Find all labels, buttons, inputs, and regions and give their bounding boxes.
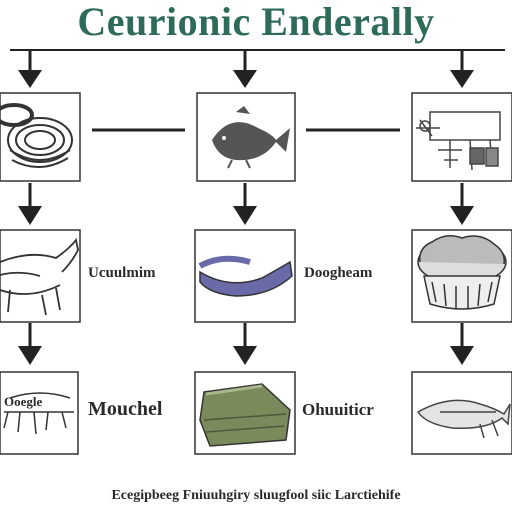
arrow-down-r2c1 <box>18 183 42 225</box>
arrow-down-r1c1 <box>18 50 42 88</box>
label-row2-left: Ucuulmim <box>88 265 156 281</box>
green-slab-icon <box>199 383 291 447</box>
arrow-down-r3c1 <box>18 323 42 365</box>
arrow-down-r2c3 <box>450 183 474 225</box>
fish-icon <box>212 106 290 169</box>
box-r1c3 <box>411 92 512 182</box>
arrow-down-r3c2 <box>233 323 257 365</box>
fish-outline-icon <box>416 399 511 439</box>
diagram-caption: Ecegipbeeg Fniuuhgiry sluugfool siic Lar… <box>111 488 401 503</box>
arrow-down-r3c3 <box>450 323 474 365</box>
diagram-title: Ceurionic Enderally <box>77 0 435 44</box>
arrow-down-r1c3 <box>450 50 474 88</box>
basket-icon <box>417 235 507 310</box>
tools-sketch-icon <box>416 111 501 171</box>
coiled-rope-icon <box>0 103 73 168</box>
label-row3-right: Ohuuiticr <box>302 400 374 419</box>
label-row2-right: Doogheam <box>304 265 373 281</box>
box-r3c1 <box>0 371 79 455</box>
spiky-sketch-icon <box>3 392 74 435</box>
box-r2c2 <box>194 229 296 323</box>
arrow-down-r1c2 <box>233 50 257 88</box>
purple-band-icon <box>198 255 293 297</box>
label-row3-left: Mouchel <box>88 398 163 420</box>
animal-sketch-icon <box>0 237 79 316</box>
box-label-r3c1: Ooegle <box>4 394 42 409</box>
arrow-down-r2c2 <box>233 183 257 225</box>
